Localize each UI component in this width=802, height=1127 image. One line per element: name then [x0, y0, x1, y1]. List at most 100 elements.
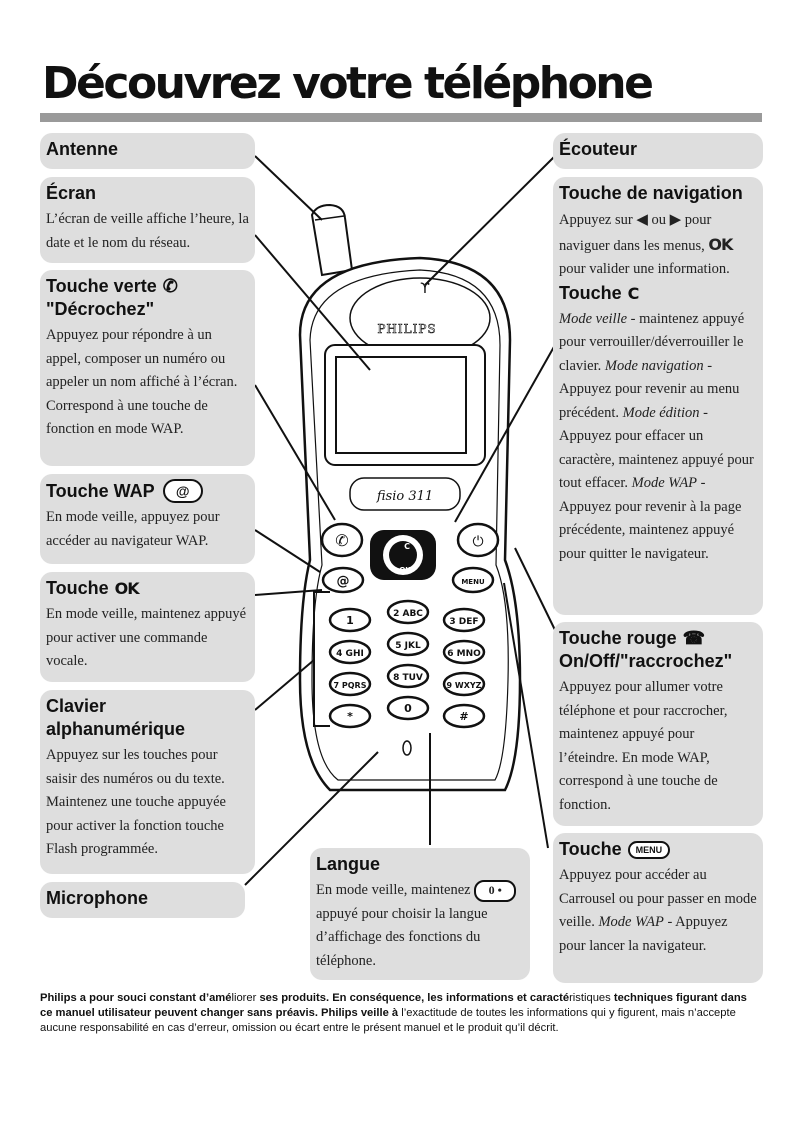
- ok-text: En mode veille, maintenez appuyé pour ac…: [46, 606, 247, 669]
- c-title-text: Touche: [559, 282, 622, 303]
- rouge-title-line2: On/Off/"raccrochez": [559, 651, 733, 671]
- phone-menu-key: MENU: [461, 578, 485, 586]
- rouge-title-line1: Touche rouge: [559, 628, 677, 648]
- arrow-right-icon: ▶: [669, 210, 682, 228]
- menu-text-1: Appuyez pour accéder au Carrousel ou pou…: [559, 867, 757, 930]
- phone-handset-icon: ✆: [162, 276, 178, 296]
- at-key-icon: @: [162, 479, 203, 503]
- phone-model: fisio 311: [376, 489, 433, 504]
- menu-title: Touche MENU: [559, 838, 757, 861]
- svg-text:✆: ✆: [335, 531, 348, 550]
- menu-text-2: - Appuyez pour lancer la navigateur.: [559, 914, 728, 954]
- ok-title: Touche OK: [46, 577, 249, 600]
- label-ecran: Écran L’écran de veille affiche l’heure,…: [40, 177, 255, 263]
- phone-key-hash: #: [459, 710, 468, 723]
- footer-disclaimer: Philips a pour souci constant d’améliore…: [40, 991, 762, 1036]
- c-text-3: - Appuyez pour effacer un caractère, mai…: [559, 404, 754, 492]
- nav-text-4: pour valider une information.: [559, 261, 730, 277]
- c-text: Mode veille - maintenez appuyé pour verr…: [559, 308, 757, 567]
- footer-t3: l’exactitude de toutes les informations …: [40, 1007, 736, 1034]
- svg-text:⏻: ⏻: [472, 534, 483, 550]
- phone-key-4: 4 GHI: [336, 649, 364, 659]
- footer-b3: techniques figurant dans ce manuel utili…: [40, 992, 747, 1019]
- phone-at-key: @: [337, 574, 350, 589]
- label-touche-wap: Touche WAP @ En mode veille, appuyez pou…: [40, 474, 255, 564]
- label-antenne: Antenne: [40, 133, 255, 169]
- phone-brand: PHILIPS: [377, 322, 436, 336]
- label-touche-ok: Touche OK En mode veille, maintenez appu…: [40, 572, 255, 682]
- phone-nav-c: C: [404, 542, 410, 551]
- phone-key-3: 3 DEF: [449, 617, 478, 627]
- label-touche-verte: Touche verte ✆ "Décrochez" Appuyez pour …: [40, 270, 255, 466]
- phone-key-0: 0: [404, 702, 412, 715]
- page-title: Découvrez votre téléphone: [42, 58, 654, 109]
- phone-key-6: 6 MNO: [447, 649, 481, 659]
- rouge-title: Touche rouge ☎: [559, 627, 757, 650]
- title-rule: [40, 113, 762, 122]
- phone-nav-ok: OK: [399, 566, 411, 574]
- wap-title-text: Touche WAP: [46, 480, 155, 501]
- menu-text: Appuyez pour accéder au Carrousel ou pou…: [559, 864, 757, 958]
- zero-key-icon: 0 •: [474, 879, 517, 902]
- arrow-left-icon: ◀: [636, 210, 648, 228]
- label-langue: Langue En mode veille, maintenez 0 • app…: [310, 848, 530, 980]
- ecran-title: Écran: [46, 183, 97, 203]
- menu-mode: Mode WAP: [598, 914, 664, 930]
- phone-key-9: 9 WXYZ: [447, 681, 482, 690]
- ok-key-icon: OK: [114, 579, 140, 598]
- end-call-icon: ☎: [682, 628, 706, 648]
- footer-t2: ristiques: [569, 992, 614, 1004]
- verte-title-line1: Touche verte: [46, 276, 157, 296]
- label-touche-menu: Touche MENU Appuyez pour accéder au Carr…: [553, 833, 763, 983]
- menu-key-icon: MENU: [627, 840, 671, 859]
- wap-title: Touche WAP @: [46, 479, 249, 503]
- nav-title: Touche de navigation: [559, 183, 743, 203]
- nav-text-3: pour naviguer dans les menus,: [559, 212, 712, 254]
- nav-text-2: ou: [651, 212, 667, 228]
- c-mode-2: Mode navigation: [604, 357, 704, 374]
- microphone-title: Microphone: [46, 888, 148, 908]
- ecran-text: L’écran de veille affiche l’heure, la da…: [46, 211, 249, 251]
- c-mode-4: Mode WAP: [631, 475, 698, 491]
- c-mode-1: Mode veille: [559, 310, 628, 327]
- ok-key-icon-2: OK: [708, 234, 733, 254]
- clavier-title-line1: Clavier: [46, 696, 107, 716]
- phone-key-star: *: [347, 710, 353, 723]
- label-clavier: Clavier alphanumérique Appuyez sur les t…: [40, 690, 255, 874]
- c-text-1: - maintenez appuyé pour verrouiller/déve…: [559, 310, 745, 374]
- label-microphone: Microphone: [40, 882, 245, 918]
- langue-text-1: En mode veille, maintenez: [316, 882, 471, 898]
- c-text-2: - Appuyez pour revenir au menu précédent…: [559, 357, 740, 421]
- verte-title-line2: "Décrochez": [46, 299, 155, 319]
- nav-text: Appuyez sur ◀ ou ▶ pour naviguer dans le…: [559, 208, 757, 282]
- footer-b2: ses produits. En conséquence, les inform…: [259, 992, 570, 1004]
- rouge-text: Appuyez pour allumer votre téléphone et …: [559, 679, 728, 813]
- clavier-text: Appuyez sur les touches pour saisir des …: [46, 747, 226, 857]
- footer-t1: liorer: [231, 992, 260, 1004]
- phone-key-5: 5 JKL: [395, 641, 421, 651]
- c-mode-3: Mode édition: [622, 404, 700, 421]
- verte-title: Touche verte ✆: [46, 275, 249, 298]
- svg-text:ϒ: ϒ: [420, 281, 430, 297]
- c-title: Touche C: [559, 282, 757, 305]
- phone-key-8: 8 TUV: [393, 673, 423, 683]
- c-text-4: - Appuyez pour revenir à la page précéde…: [559, 475, 742, 562]
- ok-title-text: Touche: [46, 578, 109, 598]
- nav-text-1: Appuyez sur: [559, 212, 633, 228]
- c-key-icon: C: [627, 283, 640, 303]
- verte-text: Appuyez pour répondre à un appel, compos…: [46, 327, 238, 437]
- antenne-title: Antenne: [46, 139, 118, 159]
- menu-title-text: Touche: [559, 839, 622, 859]
- langue-text-2: appuyé pour choisir la langue d’affichag…: [316, 905, 488, 969]
- langue-title: Langue: [316, 854, 381, 874]
- phone-key-1: 1: [346, 614, 354, 627]
- langue-text: En mode veille, maintenez 0 • appuyé pou…: [316, 879, 524, 973]
- phone-key-7: 7 PQRS: [334, 681, 367, 690]
- label-touche-rouge: Touche rouge ☎ On/Off/"raccrochez" Appuy…: [553, 622, 763, 826]
- label-navigation: Touche de navigation Appuyez sur ◀ ou ▶ …: [553, 177, 763, 615]
- label-ecouteur: Écouteur: [553, 133, 763, 169]
- phone-key-2: 2 ABC: [393, 609, 423, 619]
- footer-b1: Philips a pour souci constant d’amé: [40, 992, 232, 1004]
- wap-text: En mode veille, appuyez pour accéder au …: [46, 509, 220, 549]
